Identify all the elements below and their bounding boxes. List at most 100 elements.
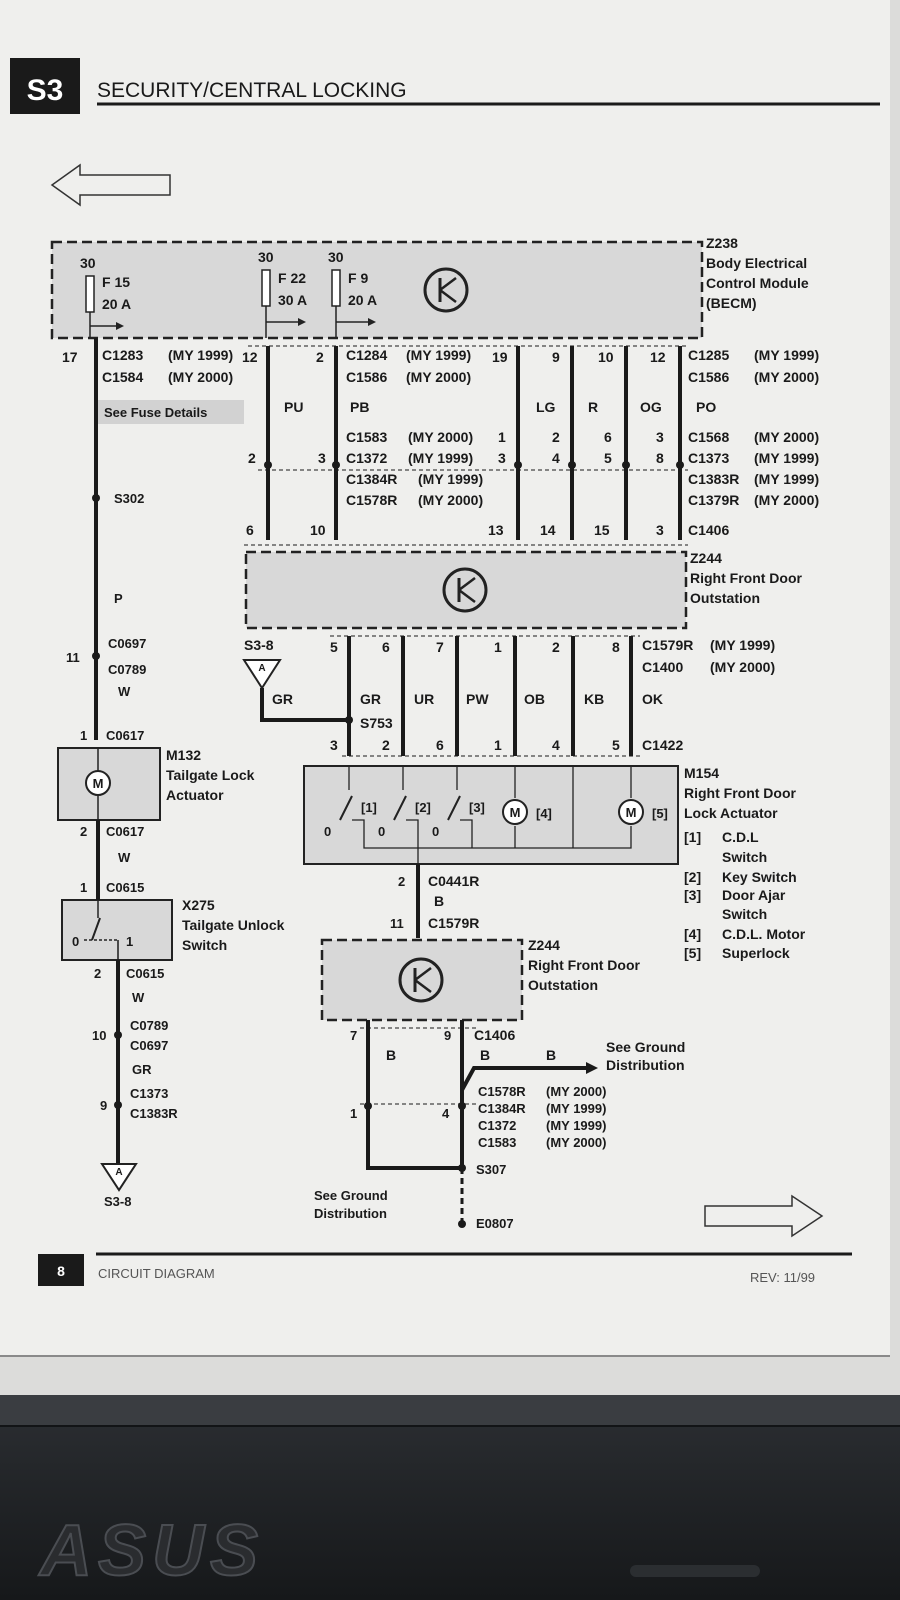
- component-name: Switch: [182, 937, 227, 953]
- fuse-name: F 15: [102, 274, 130, 290]
- pin-label: 1: [494, 737, 502, 753]
- connector-label: C1372: [478, 1118, 516, 1133]
- switch-position: 0: [378, 824, 385, 839]
- pin-label: 11: [66, 650, 80, 665]
- wire-color: W: [118, 850, 131, 865]
- pin-label: 2: [552, 639, 560, 655]
- wire-color: GR: [132, 1062, 152, 1077]
- model-year-label: (MY 2000): [418, 492, 483, 508]
- legend-text: C.D.L: [722, 829, 759, 845]
- connector-label: C1583: [478, 1135, 516, 1150]
- connector-label: C1372: [346, 450, 387, 466]
- model-year-label: (MY 1999): [546, 1101, 606, 1116]
- connector-label: C1285: [688, 347, 729, 363]
- motor-symbol: M: [626, 805, 637, 820]
- pin-label: 2: [316, 349, 324, 365]
- wire-color: PB: [350, 399, 369, 415]
- wire-color: LG: [536, 399, 556, 415]
- pin-label: 2: [552, 429, 560, 445]
- offpage-ref-letter: A: [258, 663, 265, 674]
- pin-label: 5: [330, 639, 338, 655]
- wire-color: W: [118, 684, 131, 699]
- pin-label: 12: [650, 349, 666, 365]
- becm-id: Z238: [706, 235, 738, 251]
- brand-logo: ASUS: [39, 1510, 265, 1592]
- next-page-arrow-icon[interactable]: [704, 1194, 824, 1238]
- outstation-name: Right Front Door: [528, 957, 641, 973]
- wire-color: KB: [584, 691, 604, 707]
- connector-label: C1578R: [346, 492, 397, 508]
- pin-label: 3: [656, 522, 664, 538]
- connector-label: C0789: [130, 1018, 168, 1033]
- connector-label: C1584: [102, 369, 143, 385]
- pin-label: 6: [246, 522, 254, 538]
- model-year-label: (MY 2000): [754, 492, 819, 508]
- fuse-f15: 30 F 15 20 A: [80, 255, 131, 338]
- fuse-feed: 30: [80, 255, 96, 271]
- connector-label: C1586: [688, 369, 729, 385]
- legend-key: [1]: [361, 800, 377, 815]
- pin-label: 9: [100, 1098, 107, 1113]
- component-name: Tailgate Unlock: [182, 917, 285, 933]
- model-year-label: (MY 2000): [408, 429, 473, 445]
- pin-label: 14: [540, 522, 556, 538]
- pin-label: 9: [552, 349, 560, 365]
- model-year-label: (MY 2000): [546, 1135, 606, 1150]
- ground-wires: [366, 1020, 586, 1170]
- fuse-rating: 20 A: [102, 296, 131, 312]
- legend-text: Switch: [722, 849, 767, 865]
- legend-text: C.D.L. Motor: [722, 926, 806, 942]
- fuse-details-link[interactable]: See Fuse Details: [104, 405, 207, 420]
- outstation-box-lower: [320, 938, 524, 1022]
- document-page: [0, 0, 890, 1357]
- component-name: Right Front Door: [684, 785, 797, 801]
- pin-label: 2: [94, 966, 101, 981]
- pin-label: 6: [604, 429, 612, 445]
- model-year-label: (MY 2000): [754, 429, 819, 445]
- connector-label: C1406: [688, 522, 729, 538]
- legend-text: Switch: [722, 906, 767, 922]
- wire-color: PO: [696, 399, 716, 415]
- pin-label: 7: [436, 639, 444, 655]
- connector-label: C1579R: [428, 915, 479, 931]
- connector-label: C0617: [106, 824, 144, 839]
- page-number: 8: [57, 1263, 65, 1279]
- model-year-label: (MY 2000): [754, 369, 819, 385]
- pin-label: 7: [350, 1028, 357, 1043]
- model-year-label: (MY 2000): [168, 369, 233, 385]
- legend-key: [4]: [684, 926, 701, 942]
- pin-label: 1: [80, 880, 87, 895]
- legend-key: [2]: [415, 800, 431, 815]
- wire-color: PW: [466, 691, 489, 707]
- connector-label: C0789: [108, 662, 146, 677]
- connector-label: C0615: [106, 880, 144, 895]
- pin-label: 8: [612, 639, 620, 655]
- motor-icon: [502, 799, 528, 825]
- offpage-ref-icon: [100, 1163, 138, 1192]
- pin-label: 6: [436, 737, 444, 753]
- legend-key: [4]: [536, 806, 552, 821]
- page-number-badge: [38, 1254, 84, 1286]
- component-name: Tailgate Lock: [166, 767, 255, 783]
- wire-color: UR: [414, 691, 434, 707]
- pin-label: 9: [444, 1028, 451, 1043]
- pin-label: 17: [62, 349, 78, 365]
- pin-label: 1: [498, 429, 506, 445]
- bezel-slot: [630, 1565, 760, 1577]
- switch-position: 0: [72, 934, 79, 949]
- model-year-label: (MY 1999): [546, 1118, 606, 1133]
- ground-point-label: E0807: [476, 1216, 514, 1231]
- pin-label: 19: [492, 349, 508, 365]
- revision-label: REV: 11/99: [750, 1270, 815, 1285]
- fuse-rating: 30 A: [278, 292, 307, 308]
- model-year-label: (MY 1999): [406, 347, 471, 363]
- pin-label: 13: [488, 522, 504, 538]
- pin-label: 15: [594, 522, 610, 538]
- wire-color: OK: [642, 691, 663, 707]
- pin-label: 2: [382, 737, 390, 753]
- prev-page-arrow-icon[interactable]: [50, 163, 171, 207]
- outstation-id: Z244: [690, 550, 722, 566]
- pin-label: 10: [598, 349, 614, 365]
- motor-symbol: M: [93, 776, 104, 791]
- component-name: Lock Actuator: [684, 805, 778, 821]
